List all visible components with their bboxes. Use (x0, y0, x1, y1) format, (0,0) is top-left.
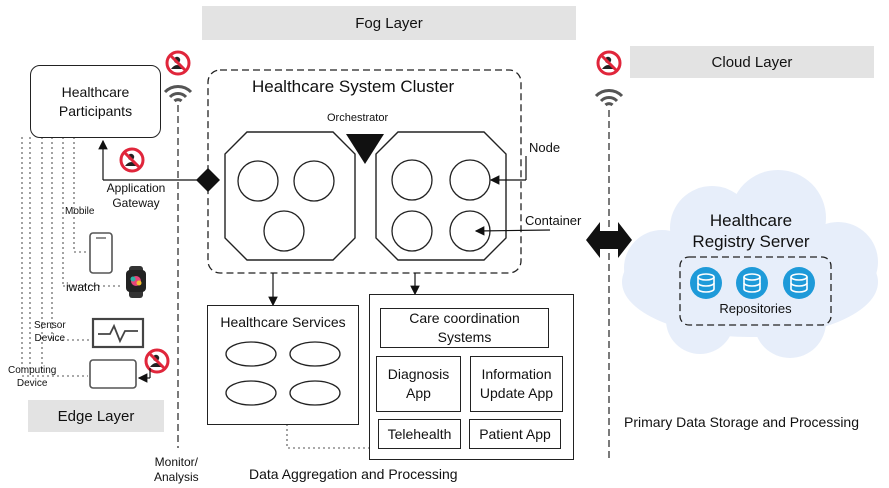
sensor-line2: Device (34, 333, 66, 344)
application-gateway-label: Application Gateway (100, 181, 172, 211)
aggregation-label: Data Aggregation and Processing (249, 466, 458, 482)
node-octagon-left (224, 131, 356, 261)
patient-app-label: Patient App (479, 425, 551, 442)
service-ellipse (225, 380, 277, 406)
cluster-dashed-boundary (207, 69, 522, 274)
cloud-layer-band: Cloud Layer (630, 46, 874, 78)
diagnosis-line1: Diagnosis (387, 366, 450, 382)
computing-line2: Device (16, 378, 48, 389)
computing-device-label: Computing Device (8, 364, 56, 390)
telehealth-box: Telehealth (378, 419, 461, 449)
apps-container-box (369, 294, 574, 460)
edge-layer-label: Edge Layer (57, 407, 135, 425)
care-line1: Care coordination (409, 310, 520, 326)
container-circle (391, 210, 433, 252)
telehealth-label: Telehealth (387, 425, 452, 442)
orchestrator-triangle (346, 134, 384, 164)
mobile-phone-icon (89, 232, 113, 274)
aggregation-connector (286, 424, 369, 449)
healthcare-services-box: Healthcare Services (207, 305, 359, 425)
services-title: Healthcare Services (220, 314, 346, 330)
service-ellipse (289, 380, 341, 406)
container-circle (263, 210, 305, 252)
participants-line2: Participants (58, 102, 133, 119)
fog-cloud-bidirectional-arrow (586, 222, 632, 258)
monitor-line1: Monitor/ (154, 455, 199, 469)
patient-app-box: Patient App (469, 419, 561, 449)
blocked-user-icon (165, 50, 191, 76)
participants-box: Healthcare Participants (30, 65, 161, 138)
wifi-icon (163, 84, 193, 103)
sensor-device-icon (91, 317, 145, 349)
service-ellipse (225, 341, 277, 367)
care-coordination-box: Care coordination Systems (380, 308, 549, 348)
iwatch-label: iwatch (66, 280, 101, 294)
container-label: Container (525, 213, 582, 228)
edge-layer-band: Edge Layer (28, 400, 164, 432)
repositories-label: Repositories (719, 301, 792, 316)
gateway-line2: Gateway (112, 196, 160, 210)
container-arrow (474, 226, 551, 236)
cluster-title: Healthcare System Cluster (252, 77, 455, 96)
registry-line1: Healthcare (709, 211, 793, 230)
container-circle (237, 160, 279, 202)
registry-server-label: Healthcare Registry Server (658, 210, 844, 252)
service-ellipse (289, 341, 341, 367)
gateway-line1: Application (106, 181, 166, 195)
node-label: Node (529, 140, 561, 155)
participants-line1: Healthcare (61, 83, 130, 100)
fog-layer-label: Fog Layer (355, 14, 423, 32)
repositories-dashed-box (679, 256, 832, 326)
container-circle (391, 159, 433, 201)
diagnosis-line2: App (406, 385, 431, 401)
container-circle (293, 160, 335, 202)
sensor-line1: Sensor (34, 320, 66, 331)
info-line2: Update App (479, 385, 554, 401)
monitor-analysis-label: Monitor/ Analysis (154, 455, 199, 485)
registry-line2: Registry Server (692, 232, 810, 251)
blocked-user-icon (596, 50, 622, 76)
fog-layer-band: Fog Layer (202, 6, 576, 40)
repository-db-icon (783, 267, 815, 299)
care-line2: Systems (437, 329, 492, 345)
cloud-shape (622, 170, 878, 358)
computing-line1: Computing (8, 365, 57, 376)
container-circle (449, 159, 491, 201)
smartwatch-icon (126, 266, 146, 298)
monitor-line2: Analysis (154, 470, 199, 484)
node-octagon-right (375, 131, 507, 261)
repository-db-icon (736, 267, 768, 299)
information-update-app-box: Information Update App (470, 356, 563, 412)
sensor-device-label: Sensor Device (34, 319, 66, 345)
blocked-user-icon (119, 147, 145, 173)
blocked-user-icon (144, 348, 170, 374)
info-line1: Information (481, 366, 552, 382)
mobile-label: Mobile (65, 206, 95, 217)
wifi-icon (594, 88, 624, 107)
diagnosis-app-box: Diagnosis App (376, 356, 461, 412)
cloud-layer-label: Cloud Layer (711, 53, 793, 71)
gateway-diamond (196, 168, 220, 192)
storage-label: Primary Data Storage and Processing (624, 414, 859, 430)
orchestrator-label: Orchestrator (327, 112, 389, 124)
repository-db-icon (690, 267, 722, 299)
computing-device-icon (89, 359, 137, 389)
